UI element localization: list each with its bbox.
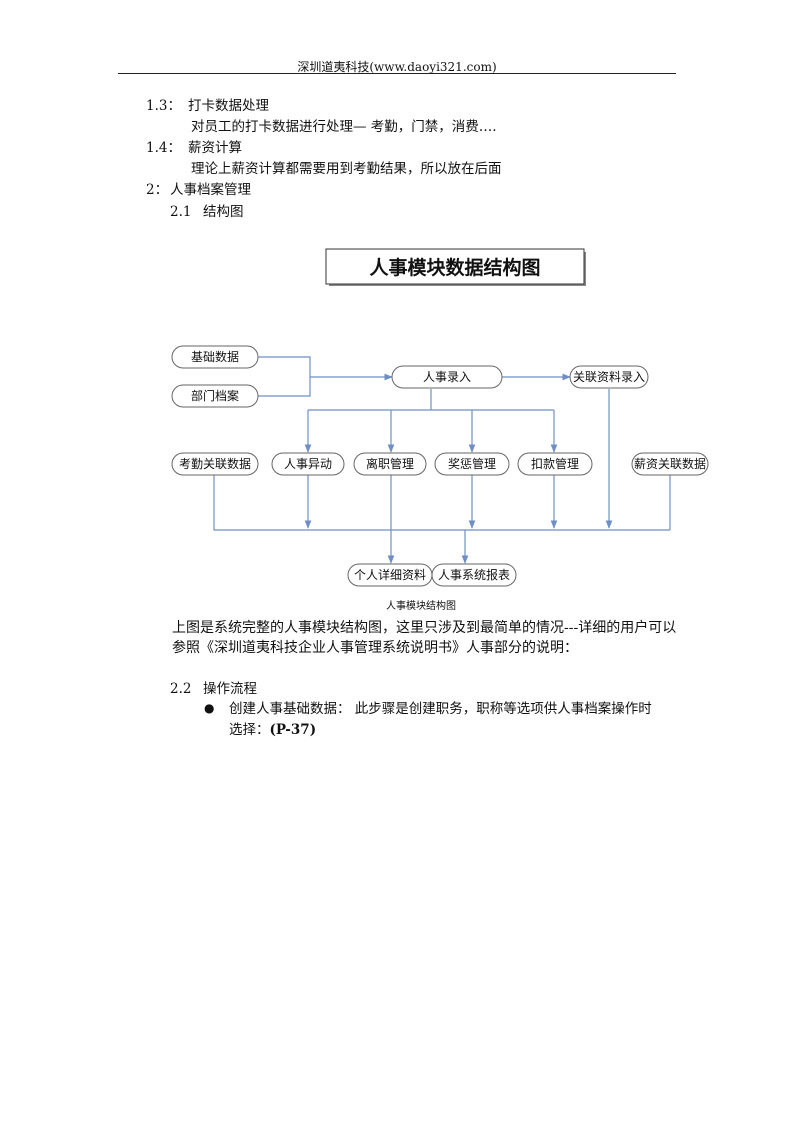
- svg-text:关联资料录入: 关联资料录入: [573, 370, 645, 384]
- sub-2-1-title: 结构图: [203, 204, 244, 220]
- diagram-title: 人事模块数据结构图: [369, 256, 540, 279]
- svg-text:离职管理: 离职管理: [366, 456, 414, 471]
- svg-text:奖惩管理: 奖惩管理: [448, 456, 496, 471]
- svg-text:人事录入: 人事录入: [423, 370, 471, 384]
- bullet-icon: ●: [204, 701, 215, 715]
- diagram-caption: 人事模块结构图: [386, 599, 456, 612]
- node-dept-archive: 部门档案: [171, 384, 259, 408]
- node-related-entry: 关联资料录入: [569, 365, 649, 389]
- header-rule: [118, 73, 676, 74]
- bullet-line-2-prefix: 选择：: [229, 722, 270, 738]
- section-1-3-title: 打卡数据处理: [188, 98, 269, 114]
- bullet-line-1: 创建人事基础数据： 此步骤是创建职务，职称等选项供人事档案操作时: [229, 701, 652, 717]
- node-personal-detail: 个人详细资料: [347, 563, 433, 587]
- node-hr-report: 人事系统报表: [431, 563, 517, 587]
- page-reference: (P-37): [269, 722, 317, 738]
- svg-text:基础数据: 基础数据: [191, 349, 239, 364]
- paragraph-line-2: 参照《深圳道夷科技企业人事管理系统说明书》人事部分的说明：: [172, 640, 578, 656]
- section-1-4-desc: 理论上薪资计算都需要用到考勤结果，所以放在后面: [191, 161, 502, 177]
- node-deduction: 扣款管理: [517, 452, 593, 476]
- svg-text:扣款管理: 扣款管理: [531, 456, 579, 471]
- hr-structure-diagram: 人事模块数据结构图 基础数据 部门档案 人事录入: [171, 248, 709, 612]
- node-hr-change: 人事异动: [271, 452, 345, 476]
- sub-2-2-title: 操作流程: [203, 681, 257, 697]
- svg-text:薪资关联数据: 薪资关联数据: [634, 456, 706, 471]
- svg-text:人事异动: 人事异动: [284, 457, 332, 471]
- node-hr-entry: 人事录入: [391, 365, 503, 389]
- page-header: 深圳道夷科技(www.daoyi321.com): [297, 60, 497, 74]
- diagram-edges: [213, 356, 671, 564]
- diagram-title-box: 人事模块数据结构图: [325, 248, 586, 286]
- paragraph-line-1: 上图是系统完整的人事模块结构图，这里只涉及到最简单的情况---详细的用户可以: [172, 620, 677, 636]
- svg-text:考勤关联数据: 考勤关联数据: [179, 456, 251, 471]
- node-attendance-data: 考勤关联数据: [171, 452, 259, 476]
- svg-text:人事系统报表: 人事系统报表: [438, 567, 510, 582]
- section-1-3-label: 1.3：: [146, 98, 181, 114]
- svg-text:个人详细资料: 个人详细资料: [354, 567, 426, 582]
- section-2-title: 人事档案管理: [170, 182, 251, 198]
- sub-2-1-label: 2.1: [170, 204, 192, 220]
- node-resignation: 离职管理: [353, 452, 427, 476]
- node-salary-data: 薪资关联数据: [631, 452, 709, 476]
- section-1-3-desc: 对员工的打卡数据进行处理— 考勤，门禁，消费….: [191, 119, 497, 135]
- section-1-4-title: 薪资计算: [188, 140, 242, 156]
- node-basic-data: 基础数据: [171, 345, 259, 369]
- sub-2-2-label: 2.2: [170, 681, 192, 697]
- bullet-line-2: 选择：(P-37): [229, 721, 316, 739]
- section-1-4-label: 1.4：: [146, 140, 181, 156]
- svg-text:部门档案: 部门档案: [191, 388, 239, 403]
- section-2-label: 2：: [146, 182, 169, 198]
- node-reward-punish: 奖惩管理: [434, 452, 510, 476]
